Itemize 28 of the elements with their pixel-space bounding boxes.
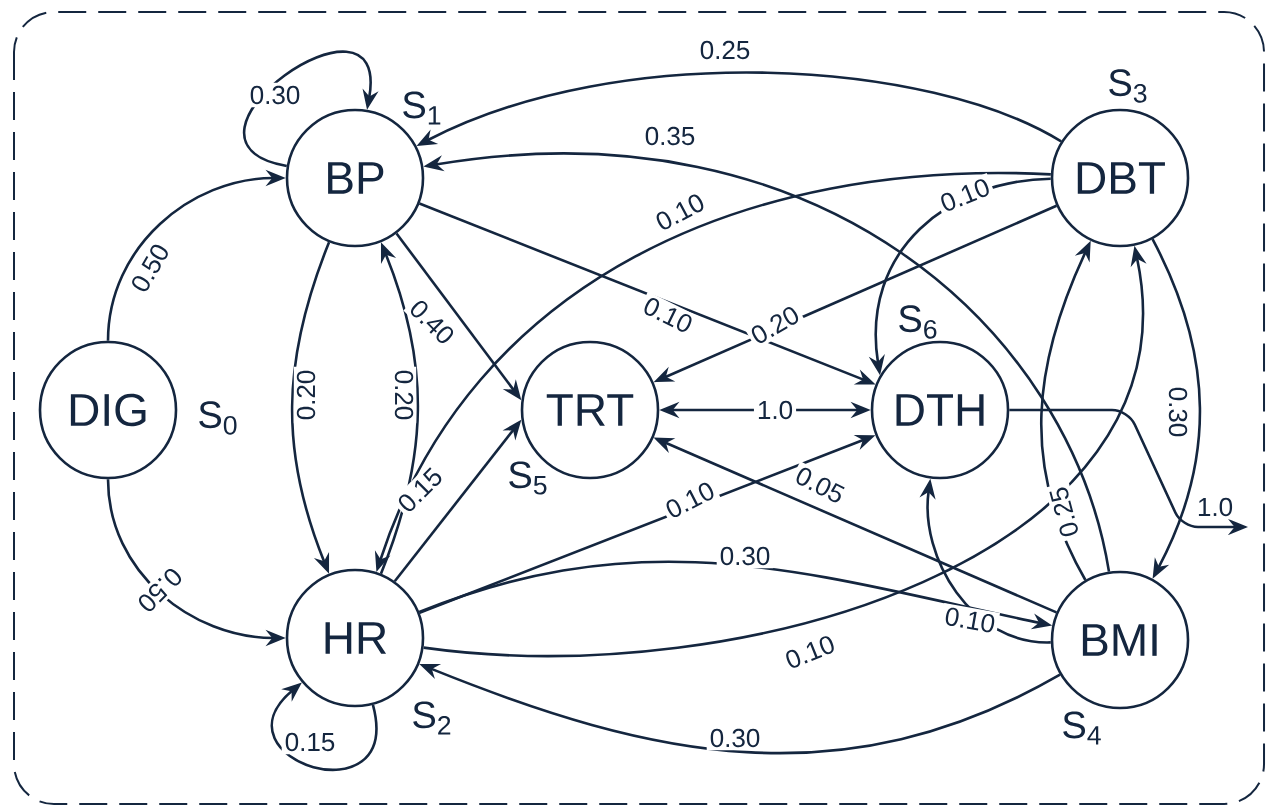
edge-label: 1.0: [753, 397, 797, 423]
edge-label: 0.05: [789, 461, 851, 509]
state-label: S$_{6}$: [899, 305, 937, 339]
edge-label: 0.20: [293, 366, 319, 424]
edge-label: 0.20: [391, 366, 417, 424]
edge-label: 0.35: [641, 123, 699, 149]
edge-label: 0.10: [637, 291, 699, 339]
edge-label: 0.25: [696, 37, 754, 63]
edge-label: 0.10: [779, 630, 841, 674]
self-loop-arrow: [243, 50, 379, 168]
edge-label: 0.50: [131, 561, 189, 619]
edge-label: 1.0: [1193, 494, 1237, 520]
edge-label: 0.30: [716, 543, 774, 569]
edge-label: 0.10: [649, 187, 711, 237]
state-label: S$_{4}$: [1063, 711, 1101, 745]
edge-label: 0.20: [744, 300, 806, 350]
edge-label: 0.15: [281, 729, 339, 755]
state-label: S$_{3}$: [1109, 69, 1147, 103]
edge-label: 0.25: [1044, 481, 1084, 543]
edge-label: 0.30: [706, 725, 764, 751]
edge-label: 0.10: [934, 173, 996, 217]
edge-label: 0.10: [659, 476, 721, 524]
edge-label: 0.15: [391, 461, 449, 519]
edge-label: 0.30: [246, 82, 304, 108]
state-label: S$_{0}$: [199, 401, 237, 435]
edge-label: 0.40: [403, 293, 461, 351]
edge-label: 0.30: [1165, 383, 1191, 441]
edge-label: 0.10: [940, 603, 1000, 637]
